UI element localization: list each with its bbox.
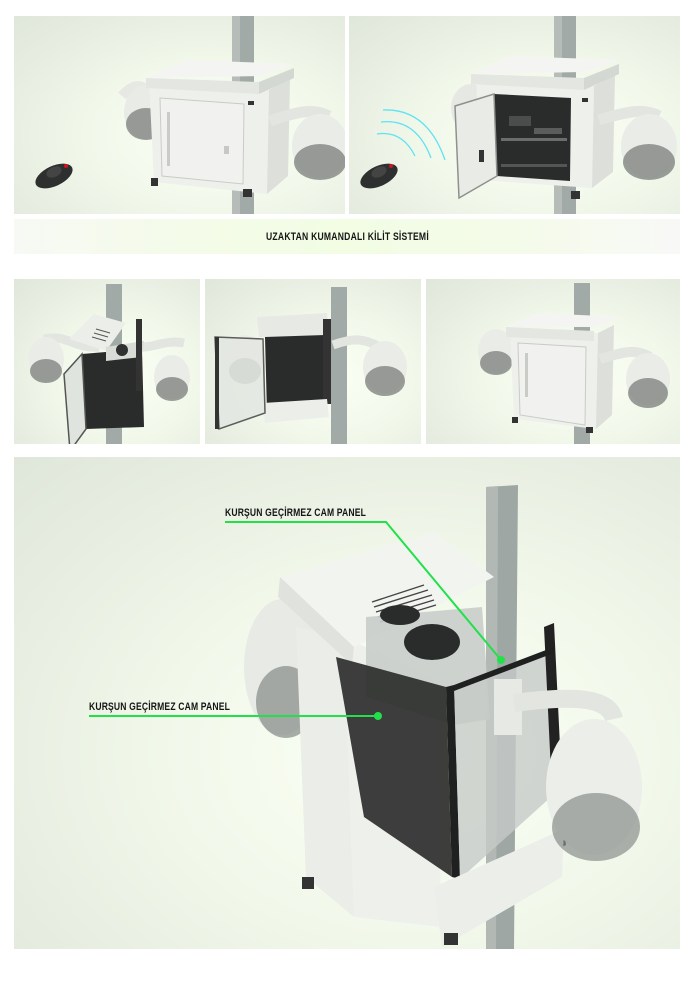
caption-remote-lock-system: UZAKTAN KUMANDALI KİLİT SİSTEMİ: [265, 230, 429, 243]
remote-control-icon: [24, 161, 64, 186]
render-panel-opened-by-remote: [349, 16, 680, 214]
cabinet-door-open-illustration: [360, 16, 677, 214]
render-panel-closed-with-remote: [14, 16, 345, 214]
cabinet-exploded-illustration: [28, 284, 190, 444]
cabinet-side-open-illustration: [214, 287, 407, 444]
wireless-signal-icon: [376, 109, 446, 161]
render-panel-cover-lifted: [14, 279, 200, 444]
caption-bar: UZAKTAN KUMANDALI KİLİT SİSTEMİ: [14, 219, 680, 254]
render-panel-closed-front: [426, 279, 680, 444]
callout-label-side-glass-panel: KURŞUN GEÇİRMEZ CAM PANEL: [225, 507, 367, 519]
cabinet-closed-illustration: [35, 16, 345, 214]
cabinet-cutaway-illustration: [244, 485, 642, 949]
render-panel-detail-glass: [14, 457, 680, 949]
render-panel-side-open: [205, 279, 421, 444]
callout-label-front-glass-panel: KURŞUN GEÇİRMEZ CAM PANEL: [89, 701, 231, 713]
cabinet-closed-front-illustration: [478, 283, 670, 444]
